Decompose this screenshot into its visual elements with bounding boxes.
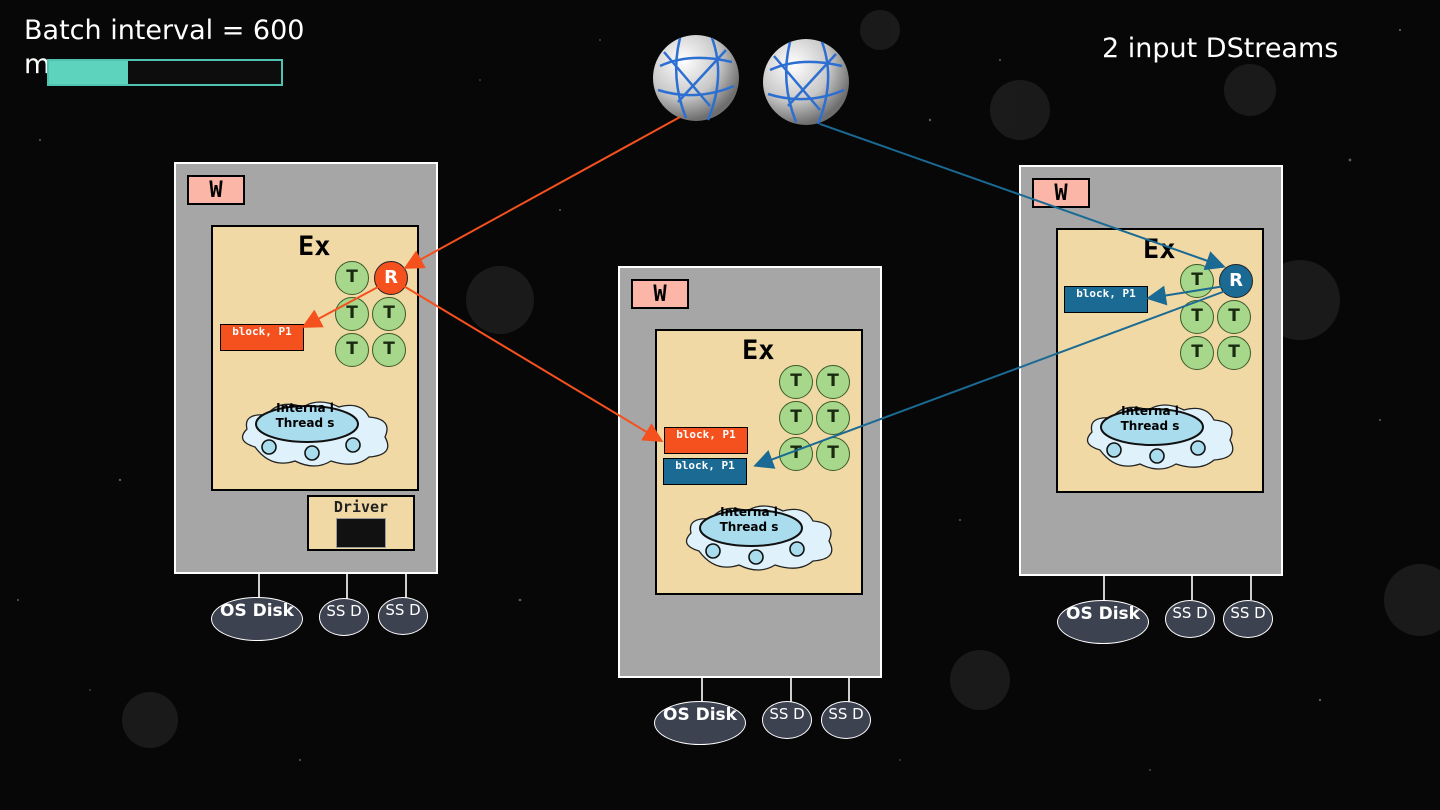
task-slot: T [1180,336,1214,370]
task-slot: T [335,333,369,367]
executor-label: Ex [298,231,331,262]
block-orange: block, P1 [664,427,748,454]
task-slot: T [816,401,850,435]
task-slot: T [1180,300,1214,334]
disk-connector [405,574,407,598]
executor-2: Ex T T T T T T block, P1 block, P1 Inter… [655,329,863,595]
task-slot: T [1217,336,1251,370]
ssd-disk: SS D [319,598,369,636]
block-orange: block, P1 [220,324,304,351]
worker-label: W [1032,178,1090,208]
disk-connector [1191,576,1193,600]
worker-node-3: W Ex T R T T T T block, P1 Interna l Thr… [1019,165,1283,576]
disk-connector [1103,576,1105,600]
driver-program: Driver [307,495,415,551]
disk-connector [1250,576,1252,600]
worker-node-1: W Ex T R T T T T block, P1 Interna l Thr… [174,162,438,574]
internal-thread-cloud: Interna l Thread s [1080,400,1240,470]
task-slot: T [816,437,850,471]
task-slot: T [1217,300,1251,334]
internal-thread-label: Interna l Thread s [230,401,380,431]
executor-3: Ex T R T T T T block, P1 Interna l Threa… [1056,228,1264,493]
disk-connector [790,678,792,702]
batch-progress-fill [49,61,128,84]
driver-terminal-icon [336,518,386,548]
worker-label: W [187,175,245,205]
input-dstreams-title: 2 input DStreams [1102,32,1338,66]
batch-progress-bar [47,59,283,86]
internal-thread-cloud: Interna l Thread s [235,397,395,467]
executor-label: Ex [742,335,775,366]
task-slot: T [372,297,406,331]
block-blue: block, P1 [1064,286,1148,313]
ssd-disk: SS D [1165,600,1215,638]
internal-thread-cloud: Interna l Thread s [679,501,839,571]
os-disk: OS Disk [211,597,303,641]
task-slot: T [816,365,850,399]
disk-connector [701,678,703,702]
os-disk: OS Disk [1057,600,1149,644]
disk-connector [848,678,850,702]
task-slot: T [779,365,813,399]
task-slot: T [335,297,369,331]
driver-label: Driver [309,498,413,516]
worker-label: W [631,279,689,309]
ssd-disk: SS D [378,597,428,635]
receiver-blue: R [1219,264,1253,298]
internal-thread-label: Interna l Thread s [1075,404,1225,434]
block-blue: block, P1 [663,458,747,485]
ssd-disk: SS D [1223,600,1273,638]
data-source-globe-icon [650,32,742,124]
task-slot: T [1180,264,1214,298]
task-slot: T [779,401,813,435]
ssd-disk: SS D [762,701,812,739]
executor-1: Ex T R T T T T block, P1 Interna l Threa… [211,225,419,491]
internal-thread-label: Interna l Thread s [674,505,824,535]
os-disk: OS Disk [654,701,746,745]
task-slot: T [779,437,813,471]
data-source-globe-icon [760,36,852,128]
task-slot: T [372,333,406,367]
receiver-orange: R [374,261,408,295]
disk-connector [346,574,348,600]
ssd-disk: SS D [821,701,871,739]
task-slot: T [335,261,369,295]
worker-node-2: W Ex T T T T T T block, P1 block, P1 Int… [618,266,882,678]
executor-label: Ex [1143,234,1176,265]
disk-connector [258,574,260,598]
